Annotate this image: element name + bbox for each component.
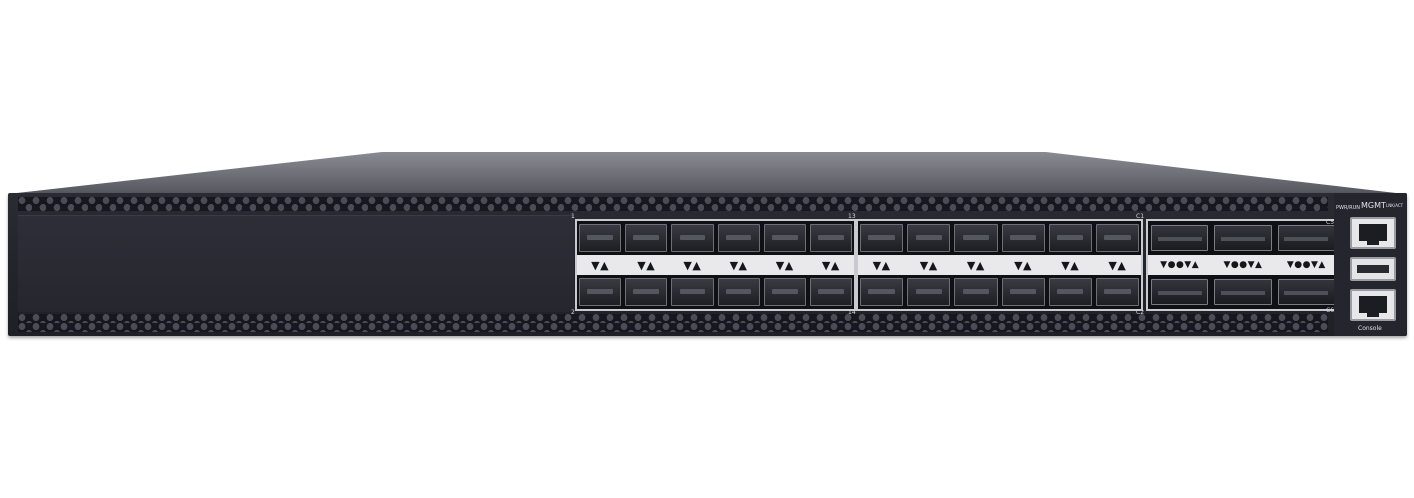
led-icon: ▼▲ — [1014, 258, 1032, 272]
sfp-port-icon[interactable] — [579, 278, 622, 306]
port-led-strip: ▼▲ ▼▲ ▼▲ ▼▲ ▼▲ ▼▲ — [577, 255, 854, 275]
led-icon: ▼▲ — [637, 258, 656, 272]
sfp-port-icon[interactable] — [671, 278, 714, 306]
led-icon: ▼▲ — [775, 258, 794, 272]
sfp-port-icon[interactable] — [625, 278, 668, 306]
port-led-strip: ▼▲ ▼▲ ▼▲ ▼▲ ▼▲ ▼▲ — [858, 255, 1141, 275]
qsfp-port-block: ▼●●▼▲ ▼●●▼▲ ▼●●▼▲ — [1146, 219, 1340, 311]
sfp-port-icon[interactable] — [763, 278, 806, 306]
sfp-port-icon[interactable] — [809, 224, 852, 252]
led-icon: ▼▲ — [966, 258, 985, 272]
sfp-port-icon[interactable] — [954, 224, 998, 252]
port-number-label: C6 — [1326, 307, 1335, 314]
qsfp-port-icon[interactable] — [1214, 279, 1272, 305]
led-icon: ▼▲ — [729, 258, 748, 272]
sfp-port-icon[interactable] — [1095, 278, 1139, 306]
blank-panel — [18, 215, 574, 312]
rj45-port-icon[interactable] — [1350, 217, 1396, 249]
sfp-port-icon[interactable] — [1048, 224, 1092, 252]
sfp-port-block-2: ▼▲ ▼▲ ▼▲ ▼▲ ▼▲ ▼▲ — [856, 219, 1143, 311]
sfp-port-icon[interactable] — [954, 278, 998, 306]
usb-port-icon[interactable] — [1350, 257, 1396, 281]
sfp-port-icon[interactable] — [579, 224, 622, 252]
sfp-port-icon[interactable] — [625, 224, 668, 252]
mgmt-sub-label: LNK/ACT — [1386, 203, 1404, 208]
sfp-port-icon[interactable] — [763, 224, 806, 252]
port-number-label: C5 — [1326, 219, 1335, 226]
led-icon: ▼●●▼▲ — [1223, 260, 1263, 270]
sfp-port-icon[interactable] — [1001, 278, 1045, 306]
vent-grille-bottom — [18, 314, 1328, 332]
sfp-port-icon[interactable] — [1048, 278, 1092, 306]
sfp-port-icon[interactable] — [809, 278, 852, 306]
status-led-label: PWR/RUN — [1336, 205, 1360, 211]
sfp-port-icon[interactable] — [717, 278, 760, 306]
port-number-label: C1 — [1136, 213, 1145, 220]
sfp-port-icon[interactable] — [907, 224, 951, 252]
qsfp-port-icon[interactable] — [1214, 225, 1272, 251]
led-icon: ▼▲ — [591, 258, 610, 272]
sfp-port-icon[interactable] — [860, 278, 904, 306]
sfp-port-icon[interactable] — [1001, 224, 1045, 252]
sfp-port-icon[interactable] — [907, 278, 951, 306]
chassis-lid — [8, 152, 1404, 194]
console-label: Console — [1358, 325, 1382, 332]
qsfp-port-icon[interactable] — [1151, 225, 1209, 251]
sfp-port-icon[interactable] — [717, 224, 760, 252]
led-icon: ▼▲ — [1061, 258, 1080, 272]
sfp-port-block-1: ▼▲ ▼▲ ▼▲ ▼▲ ▼▲ ▼▲ — [575, 219, 856, 311]
qsfp-led-strip: ▼●●▼▲ ▼●●▼▲ ▼●●▼▲ — [1148, 255, 1338, 275]
qsfp-port-icon[interactable] — [1277, 279, 1335, 305]
led-icon: ▼▲ — [1108, 258, 1127, 272]
led-icon: ▼●●▼▲ — [1160, 260, 1200, 270]
vent-grille-top — [18, 197, 1328, 211]
led-icon: ▼▲ — [683, 258, 702, 272]
qsfp-port-icon[interactable] — [1151, 279, 1209, 305]
qsfp-port-icon[interactable] — [1277, 225, 1335, 251]
port-number-label: 1 — [571, 213, 575, 220]
port-number-label: 2 — [571, 309, 575, 316]
port-number-label: 14 — [848, 309, 856, 316]
rj45-port-icon[interactable] — [1350, 289, 1396, 321]
sfp-port-icon[interactable] — [671, 224, 714, 252]
mgmt-label: MGMT — [1361, 201, 1386, 210]
led-icon: ▼▲ — [872, 258, 891, 272]
sfp-port-icon[interactable] — [860, 224, 904, 252]
led-icon: ▼●●▼▲ — [1286, 260, 1326, 270]
led-icon: ▼▲ — [919, 258, 938, 272]
port-number-label: 13 — [848, 213, 856, 220]
management-panel: PWR/RUN MGMT LNK/ACT Console — [1334, 193, 1407, 336]
sfp-port-icon[interactable] — [1095, 224, 1139, 252]
led-icon: ▼▲ — [821, 258, 840, 272]
port-number-label: C2 — [1136, 309, 1145, 316]
switch-faceplate: ▼▲ ▼▲ ▼▲ ▼▲ ▼▲ ▼▲ — [8, 193, 1407, 336]
